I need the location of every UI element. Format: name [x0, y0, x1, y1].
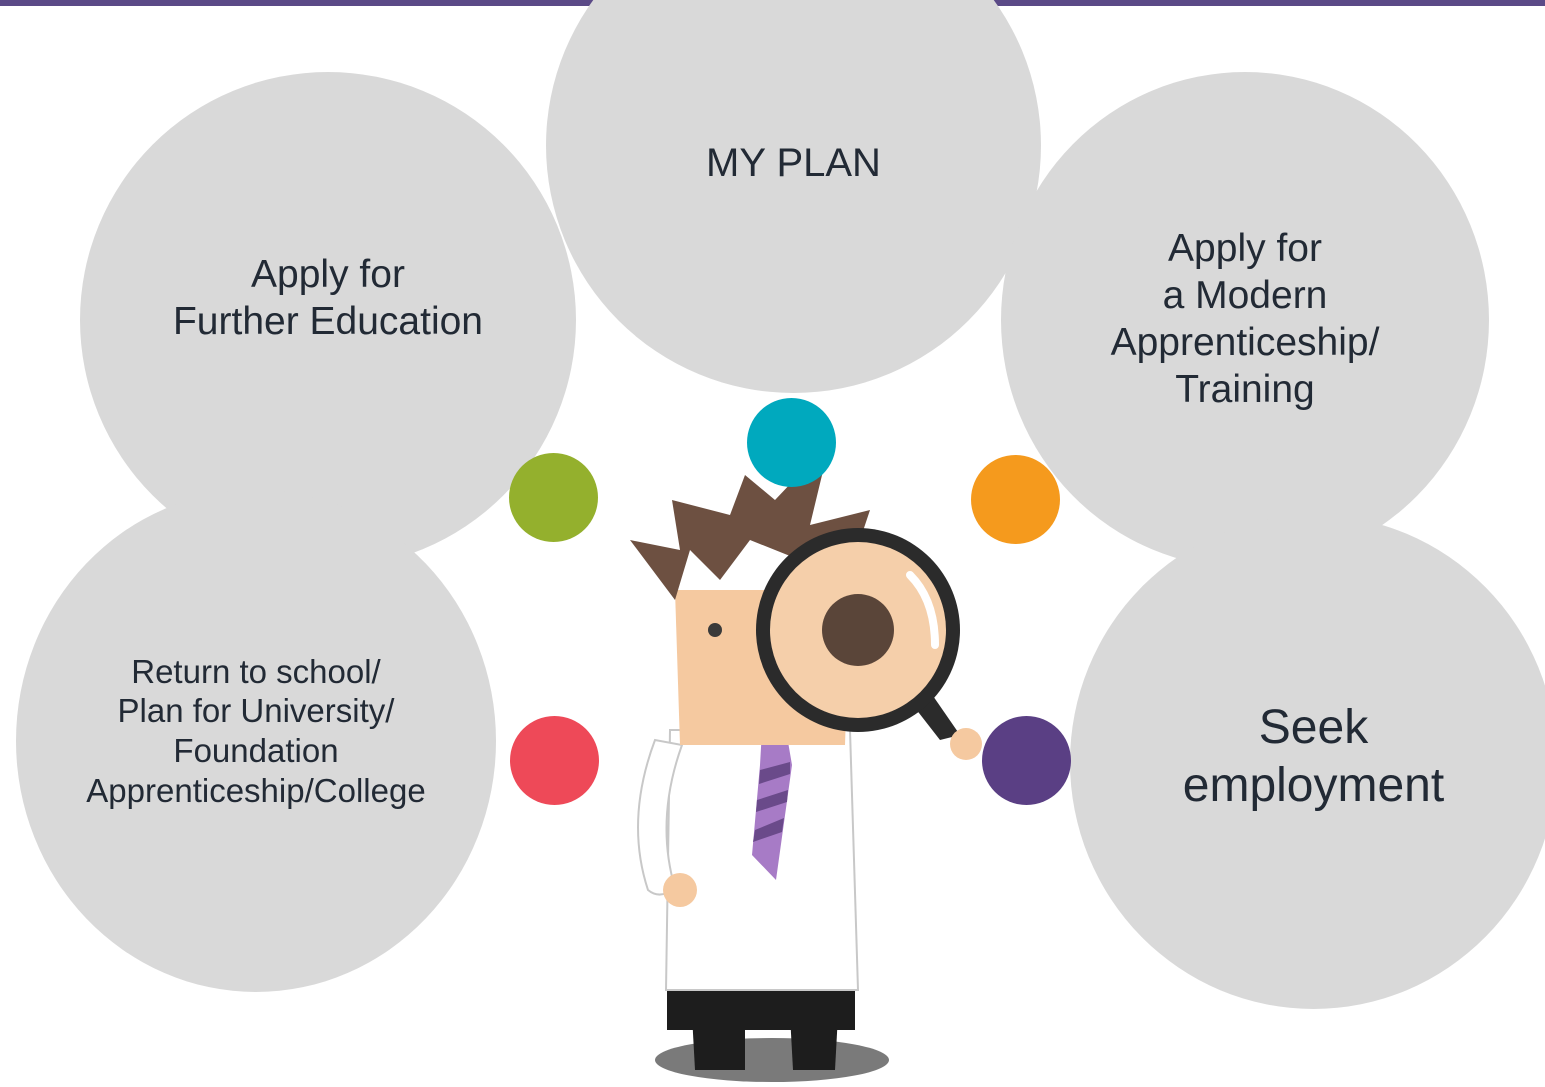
- teal-dot: [747, 398, 836, 487]
- orange-dot: [971, 455, 1060, 544]
- return-to-school-bubble: Return to school/ Plan for University/ F…: [16, 490, 496, 992]
- purple-dot: [982, 716, 1071, 805]
- further-education-bubble: Apply for Further Education: [80, 72, 576, 568]
- modern-apprenticeship-label: Apply for a Modern Apprenticeship/ Train…: [1110, 227, 1380, 411]
- modern-apprenticeship-bubble: Apply for a Modern Apprenticeship/ Train…: [1001, 72, 1489, 568]
- seek-employment-label: Seek employment: [1182, 701, 1445, 812]
- further-education-label: Apply for Further Education: [172, 253, 483, 343]
- green-dot: [509, 453, 598, 542]
- return-to-school-label: Return to school/ Plan for University/ F…: [86, 652, 426, 809]
- my-plan-label: MY PLAN: [706, 141, 881, 185]
- red-dot: [510, 716, 599, 805]
- seek-employment-bubble: Seek employment: [1070, 515, 1545, 1009]
- my-plan-bubble: MY PLAN: [546, 0, 1041, 393]
- person-with-magnifying-glass-icon: [600, 440, 1020, 1087]
